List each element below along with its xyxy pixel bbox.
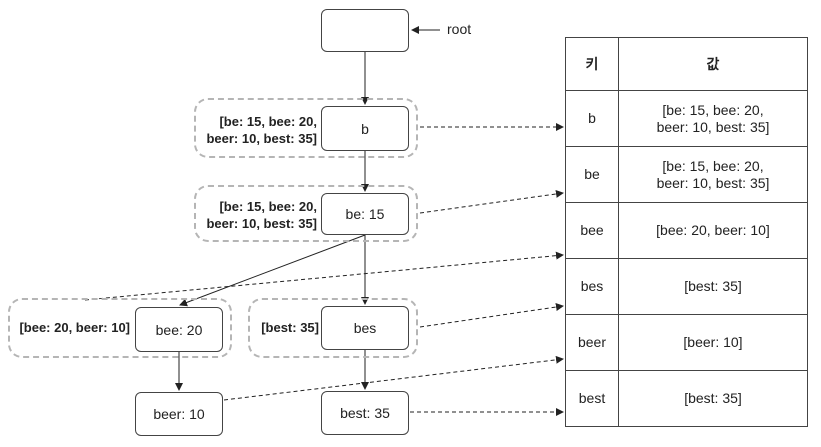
table-value-line1: [best: 35]	[684, 278, 742, 294]
table-header-value: 값	[618, 37, 808, 91]
node-b: b	[321, 106, 409, 151]
cache-text-be-line1: [be: 15, bee: 20,	[219, 199, 317, 214]
cache-table: 키 값 b [be: 15, bee: 20, beer: 10, best: …	[565, 37, 808, 427]
table-cell-key: bes	[565, 258, 619, 315]
cache-text-b: [be: 15, bee: 20, beer: 10, best: 35]	[199, 113, 317, 147]
table-row: bee [bee: 20, beer: 10]	[565, 202, 808, 259]
table-value-line1: [be: 15, bee: 20,	[662, 157, 764, 174]
table-row: beer [beer: 10]	[565, 314, 808, 371]
table-row: be [be: 15, bee: 20, beer: 10, best: 35]	[565, 146, 808, 203]
node-root	[321, 9, 409, 52]
cache-group-bes	[248, 298, 418, 358]
table-value-line1: [best: 35]	[684, 390, 742, 406]
node-bes: bes	[321, 306, 409, 350]
node-beer: beer: 10	[135, 392, 223, 436]
table-cell-value: [beer: 10]	[618, 314, 808, 371]
cache-arrow-be	[419, 190, 564, 214]
table-cell-key: beer	[565, 314, 619, 371]
table-cell-key: b	[565, 90, 619, 147]
table-cell-key: bee	[565, 202, 619, 259]
table-cell-value: [best: 35]	[618, 370, 808, 427]
cache-arrow-beer	[223, 355, 564, 401]
cache-arrow-bes	[419, 303, 564, 328]
cache-text-bes: [best: 35]	[261, 320, 319, 335]
cache-text-b-line1: [be: 15, bee: 20,	[219, 114, 317, 129]
table-cell-value: [bee: 20, beer: 10]	[618, 202, 808, 259]
table-cell-value: [be: 15, bee: 20, beer: 10, best: 35]	[618, 90, 808, 147]
root-label: root	[447, 21, 472, 37]
table-row: b [be: 15, bee: 20, beer: 10, best: 35]	[565, 90, 808, 147]
table-cell-key: best	[565, 370, 619, 427]
node-best: best: 35	[321, 391, 409, 435]
cache-group-bee	[8, 298, 232, 358]
cache-arrow-bee	[84, 251, 564, 301]
edge-be-bee	[179, 234, 366, 307]
node-bee: bee: 20	[135, 307, 223, 352]
table-value-line2: beer: 10, best: 35]	[656, 174, 770, 191]
table-value-line1: [be: 15, bee: 20,	[662, 101, 764, 118]
cache-text-be-line2: beer: 10, best: 35]	[206, 216, 317, 231]
table-cell-value: [be: 15, bee: 20, beer: 10, best: 35]	[618, 146, 808, 203]
table-header-row: 키 값	[565, 37, 808, 91]
table-value-line1: [beer: 10]	[683, 334, 743, 350]
table-header-key: 키	[565, 37, 619, 91]
table-cell-value: [best: 35]	[618, 258, 808, 315]
table-value-line1: [bee: 20, beer: 10]	[656, 222, 770, 238]
cache-text-b-line2: beer: 10, best: 35]	[206, 131, 317, 146]
cache-text-bee: [bee: 20, beer: 10]	[19, 320, 130, 335]
cache-text-be: [be: 15, bee: 20, beer: 10, best: 35]	[199, 198, 317, 232]
cache-group-b	[194, 98, 418, 158]
table-row: best [best: 35]	[565, 370, 808, 427]
table-row: bes [best: 35]	[565, 258, 808, 315]
table-value-line2: beer: 10, best: 35]	[656, 118, 770, 135]
table-cell-key: be	[565, 146, 619, 203]
node-be: be: 15	[321, 193, 409, 235]
cache-group-be	[194, 185, 418, 242]
